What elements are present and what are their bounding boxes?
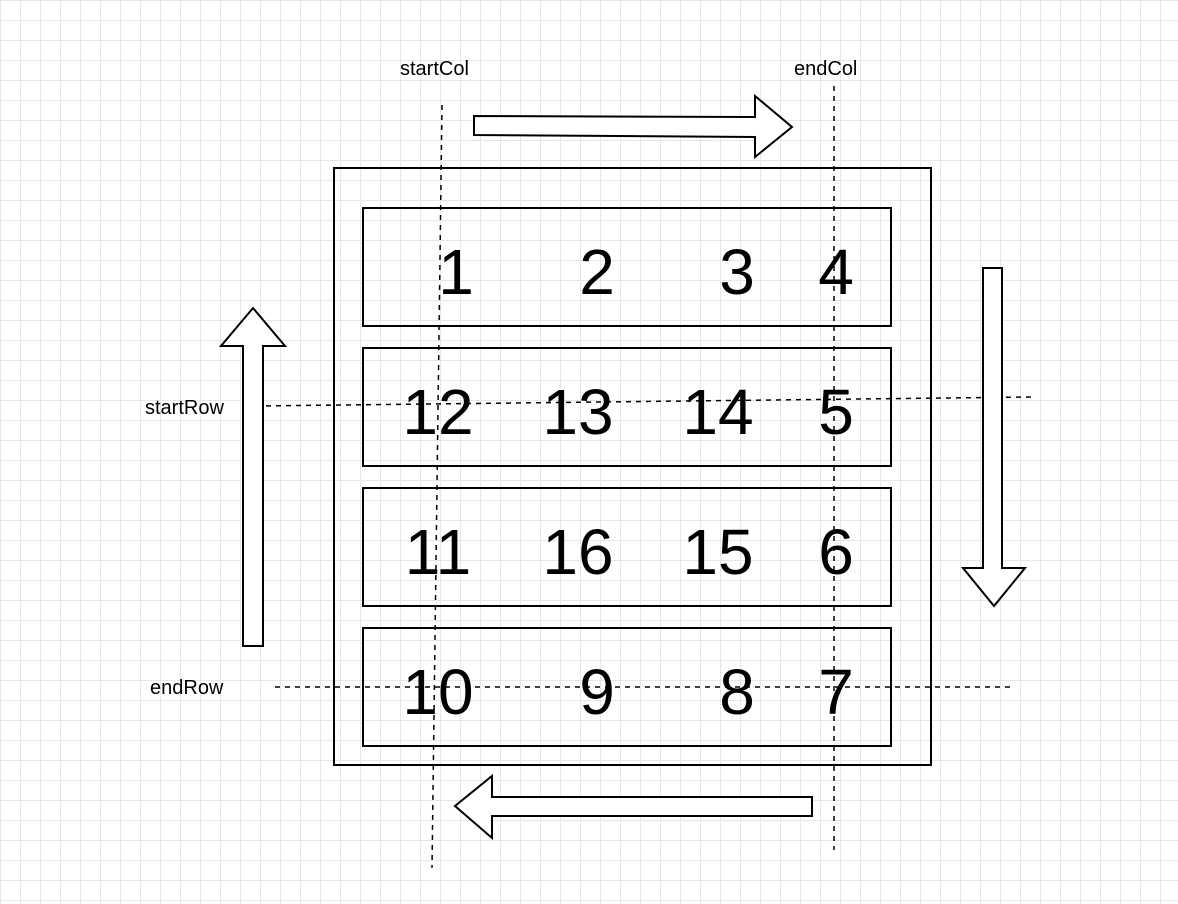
matrix-cell: 5 bbox=[818, 376, 854, 448]
start-col-line bbox=[431, 104, 443, 869]
matrix-cell: 16 bbox=[542, 516, 614, 588]
matrix-cell: 4 bbox=[818, 236, 854, 308]
matrix-cell: 6 bbox=[818, 516, 854, 588]
matrix-cell: 7 bbox=[818, 656, 854, 728]
matrix-cell: 9 bbox=[579, 656, 615, 728]
arrow-down-icon bbox=[960, 267, 1028, 608]
matrix-cell: 2 bbox=[579, 236, 615, 308]
start-row-line bbox=[255, 396, 1033, 407]
arrow-right-icon bbox=[473, 93, 794, 160]
start-row-label: startRow bbox=[145, 397, 224, 419]
arrow-left-icon bbox=[453, 773, 813, 841]
matrix-cell: 1 bbox=[438, 236, 474, 308]
matrix-cell: 13 bbox=[542, 376, 614, 448]
matrix-cell: 8 bbox=[719, 656, 755, 728]
matrix-row-2 bbox=[362, 347, 892, 467]
matrix-frame bbox=[333, 167, 932, 766]
arrow-up-icon bbox=[218, 306, 288, 647]
matrix-row-4 bbox=[362, 627, 892, 747]
matrix-cell: 11 bbox=[404, 516, 472, 588]
matrix-cell: 15 bbox=[682, 516, 754, 588]
start-col-label: startCol bbox=[400, 58, 469, 80]
matrix-row-3 bbox=[362, 487, 892, 607]
matrix-cell: 14 bbox=[682, 376, 754, 448]
matrix-cell: 12 bbox=[402, 376, 474, 448]
end-row-label: endRow bbox=[150, 677, 224, 699]
matrix-cell: 10 bbox=[402, 656, 474, 728]
end-col-label: endCol bbox=[794, 58, 858, 80]
matrix-row-1 bbox=[362, 207, 892, 327]
matrix-cell: 3 bbox=[719, 236, 755, 308]
